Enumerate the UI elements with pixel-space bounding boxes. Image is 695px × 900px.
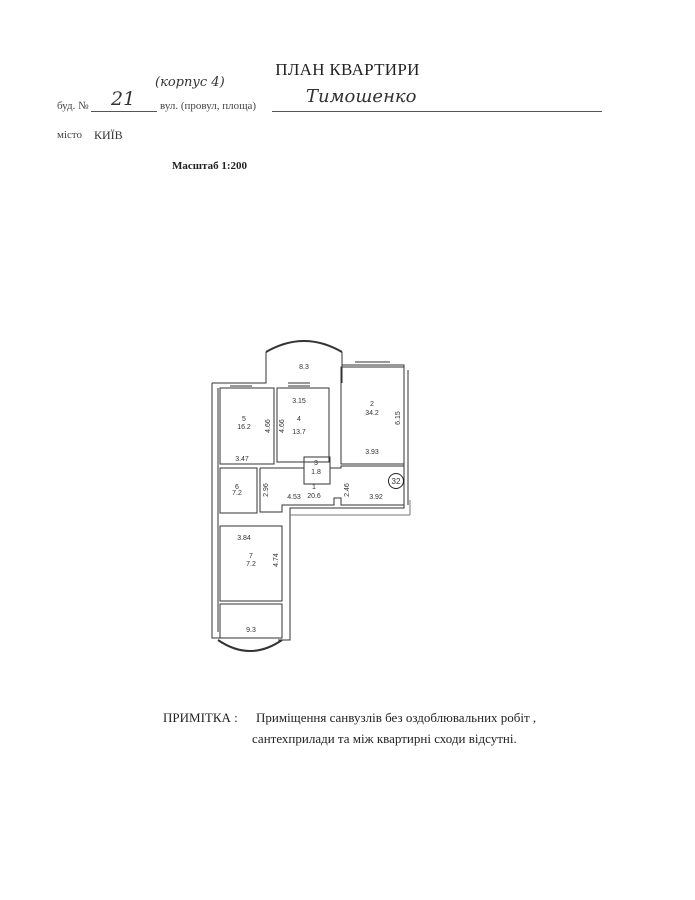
dim-384: 3.84: [237, 535, 251, 542]
room-3-number: 3: [314, 460, 318, 467]
city-label: місто: [57, 129, 83, 141]
room-2-number: 2: [370, 401, 374, 408]
street-value: Тимошенко: [306, 86, 417, 107]
city-value: КИЇВ: [94, 128, 123, 142]
dim-466b: 4.66: [279, 419, 286, 433]
dim-453: 4.53: [287, 494, 301, 501]
dim-392: 3.92: [369, 494, 383, 501]
street-label: вул. (провул, площа): [160, 100, 257, 112]
balcony-1-area: 8.3: [299, 364, 309, 371]
room-4-number: 4: [297, 416, 301, 423]
dim-474: 4.74: [273, 553, 280, 567]
page-title: ПЛАН КВАРТИРИ: [275, 60, 420, 79]
dim-466a: 4.66: [265, 419, 272, 433]
dim-246: 2.46: [344, 483, 351, 497]
street-field: Тимошенко: [272, 86, 602, 112]
room-2-area: 34.2: [365, 410, 379, 417]
room-7-number: 7: [249, 553, 253, 560]
room-4-area: 13.7: [292, 429, 306, 436]
room-1-number: 1: [312, 484, 316, 491]
room-1-area: 20.6: [307, 493, 321, 500]
room-5-area: 16.2: [237, 424, 251, 431]
note-line-1: Приміщення санвузлів без оздоблювальних …: [256, 710, 537, 725]
apartment-number: 32: [392, 477, 401, 486]
room-3-area: 1.8: [311, 469, 321, 476]
building-note: (корпус 4): [155, 75, 225, 90]
dim-347: 3.47: [235, 456, 249, 463]
room-7-area: 7.2: [246, 561, 256, 568]
dim-315: 3.15: [292, 398, 306, 405]
floor-plan: 8.3 5 16.2 4 13.7 2 34.2 3 1.8 6 7.2 1 2…: [211, 340, 411, 652]
dim-393: 3.93: [365, 449, 379, 456]
scale-label: Масштаб 1:200: [172, 160, 248, 172]
balcony-2-area: 9.3: [246, 627, 256, 634]
room-5-number: 5: [242, 416, 246, 423]
apartment-number-circle: [388, 473, 404, 489]
room-6-number: 6: [235, 484, 239, 491]
building-number: 21: [111, 88, 136, 110]
note-label: ПРИМІТКА :: [163, 710, 238, 725]
building-label: буд. №: [57, 100, 89, 112]
note-line-2: сантехприлади та між квартирні сходи від…: [252, 731, 517, 746]
dim-615: 6.15: [395, 411, 402, 425]
dim-296: 2.96: [263, 483, 270, 497]
room-6-area: 7.2: [232, 490, 242, 497]
building-number-field: 21: [91, 86, 157, 112]
